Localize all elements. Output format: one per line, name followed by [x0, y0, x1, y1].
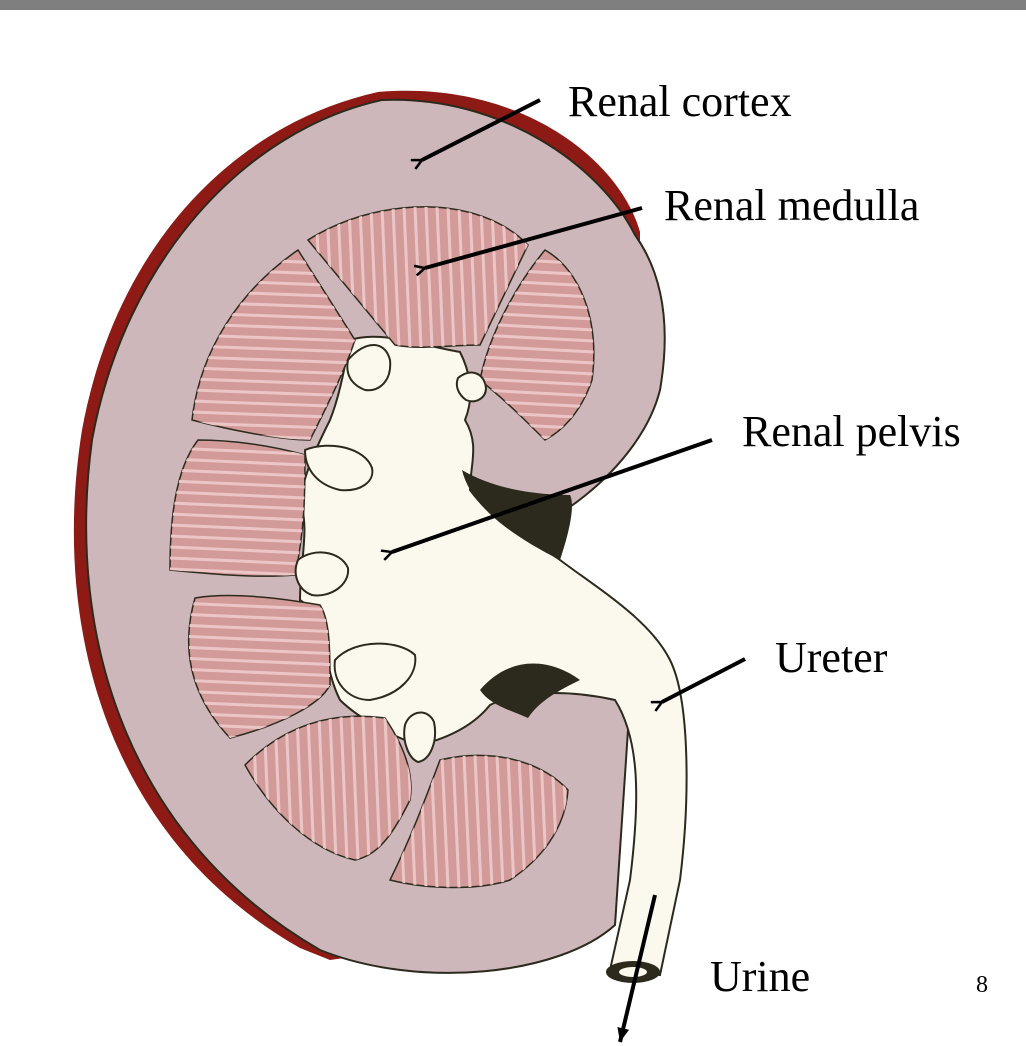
striation [457, 206, 467, 348]
striation [188, 624, 330, 634]
striation [484, 755, 494, 888]
striation [350, 716, 360, 860]
striation [192, 355, 355, 365]
papilla [403, 711, 436, 764]
striation [468, 206, 478, 348]
striation [479, 206, 489, 348]
label-urine: Urine [710, 952, 811, 1001]
striation [451, 755, 461, 888]
papilla [294, 551, 350, 597]
striation [192, 388, 355, 398]
striation [192, 366, 355, 376]
striation [170, 490, 305, 500]
striation [188, 602, 330, 612]
striation [192, 344, 355, 354]
striation [170, 501, 305, 511]
striation [188, 657, 330, 667]
striation [188, 613, 330, 623]
striation [435, 206, 445, 348]
striation [440, 755, 450, 888]
striation [192, 377, 355, 387]
label-ureter: Ureter [775, 633, 888, 682]
pelvis-arrow [392, 438, 713, 552]
striation [317, 716, 327, 860]
label-renal-cortex: Renal cortex [568, 77, 792, 126]
striation [506, 755, 516, 888]
striation [361, 716, 371, 860]
striation [188, 635, 330, 645]
renal-sinus-lower [480, 663, 580, 718]
cortex-arrow [422, 98, 541, 160]
striation [446, 206, 456, 348]
pyramid-striations [170, 446, 305, 577]
striation [480, 344, 594, 354]
urine-arrow [617, 894, 657, 1043]
striation [306, 716, 316, 860]
striation [372, 716, 382, 860]
slide-top-bar [0, 0, 1026, 10]
papilla [455, 371, 488, 403]
striation [170, 523, 305, 533]
striation [170, 534, 305, 544]
striation [188, 690, 330, 700]
ureter-lumen [619, 967, 647, 977]
striation [170, 545, 305, 555]
striation [480, 355, 594, 365]
striation [462, 755, 472, 888]
striation [424, 206, 434, 348]
striation [480, 322, 594, 332]
striation [402, 206, 412, 348]
striation [480, 388, 594, 398]
striation [480, 366, 594, 376]
striation [170, 567, 305, 577]
striation [413, 206, 423, 348]
striation [339, 716, 349, 860]
striation [188, 668, 330, 678]
striation [192, 333, 355, 343]
striation [480, 377, 594, 387]
striation [170, 457, 305, 467]
papilla [333, 642, 417, 702]
striation [391, 206, 401, 348]
striation [170, 556, 305, 566]
renal-papillae [294, 344, 488, 764]
striation [495, 755, 505, 888]
striation [380, 206, 390, 348]
striation [188, 646, 330, 656]
striation [473, 755, 483, 888]
striation [517, 755, 527, 888]
striation [170, 446, 305, 456]
striation [188, 701, 330, 711]
striation [170, 468, 305, 478]
striation [480, 333, 594, 343]
slide-page-number: 8 [976, 972, 988, 998]
renal-medulla-pyramids [169, 206, 595, 889]
striation [170, 512, 305, 522]
renal-pelvis [298, 335, 688, 977]
striation [188, 679, 330, 689]
papilla [303, 444, 374, 492]
label-renal-pelvis: Renal pelvis [742, 407, 961, 456]
striation [328, 716, 338, 860]
ureter-arrow [662, 657, 746, 702]
label-renal-medulla: Renal medulla [664, 181, 920, 230]
medulla-arrow [425, 206, 643, 268]
papilla [346, 344, 392, 392]
striation [170, 479, 305, 489]
renal-sinus-upper [462, 470, 572, 560]
